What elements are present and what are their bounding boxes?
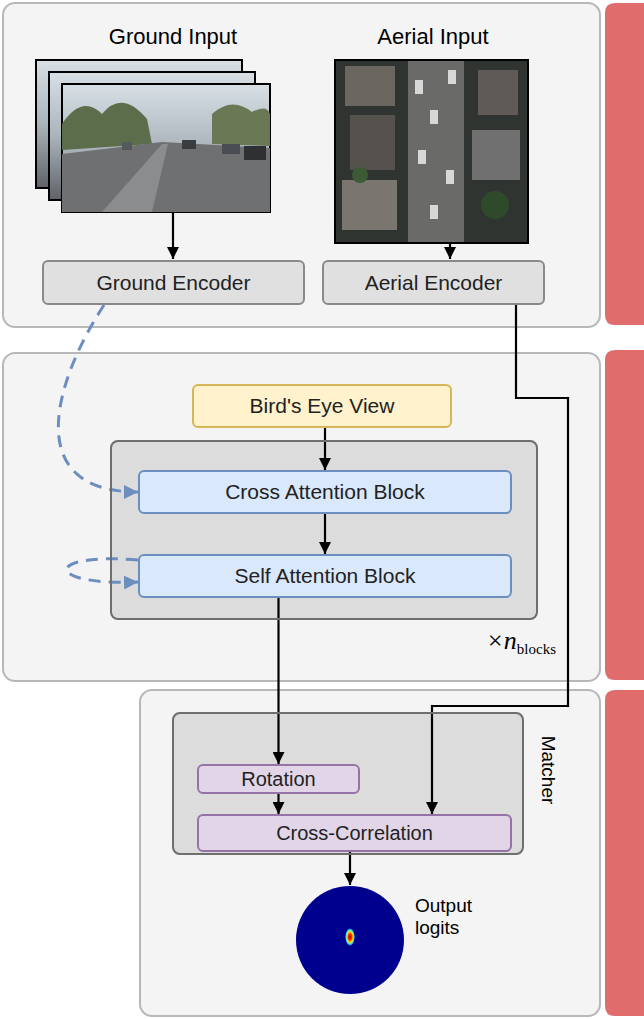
box-label: Self Attention Block [235, 564, 416, 588]
logit-map [295, 885, 405, 995]
input-heading: Ground Input [109, 24, 237, 50]
side-bars [605, 3, 644, 1016]
aerial-image [342, 180, 397, 230]
logit-map [296, 886, 404, 994]
ground-images [222, 144, 240, 154]
block-group: ×nblocksCross Attention BlockSelf Attent… [110, 440, 538, 620]
aerial-image [345, 66, 395, 106]
aerial-image [446, 170, 454, 184]
aerial-image [430, 205, 438, 219]
input-heading: Aerial Input [377, 24, 488, 50]
ground-images [62, 142, 270, 212]
repeat-label: ×nblocks [486, 626, 556, 658]
dashed-connector [58, 305, 138, 492]
aerial-image [408, 61, 464, 242]
connector-layer [110, 440, 538, 855]
panels [3, 3, 600, 327]
aerial-image [350, 115, 395, 170]
matcher-step: Cross-Correlation [197, 814, 512, 852]
connector [349, 852, 351, 885]
panels [3, 3, 600, 1016]
aerial-image [335, 60, 528, 243]
aerial-image [352, 167, 368, 183]
bev-box: Bird's Eye View [192, 384, 452, 428]
aerial-image [335, 60, 528, 243]
ground-images [62, 84, 270, 212]
connector-layer [58, 305, 568, 885]
box-label: Ground Encoder [96, 271, 250, 295]
input-arrows [172, 213, 174, 259]
ground-images [62, 84, 270, 212]
group-heading: Matcher [537, 736, 559, 805]
aerial-image [472, 130, 520, 180]
output-circle: Output logits [295, 885, 405, 995]
connector [277, 598, 279, 764]
ground-images [122, 142, 132, 150]
ground-images [182, 140, 196, 149]
aerial-image [418, 150, 426, 164]
ground-images [212, 104, 270, 146]
box-label: Bird's Eye View [250, 394, 395, 418]
ground-images [244, 146, 266, 160]
panels [140, 690, 600, 1016]
matcher-step: Rotation [197, 764, 360, 794]
logit-map [345, 928, 355, 946]
input-arrows [449, 244, 451, 259]
encoder-box: Aerial Encoder [322, 260, 545, 305]
ground-images [36, 60, 270, 212]
connector [324, 514, 326, 554]
aerial-image [430, 110, 438, 124]
output-label: Output logits [415, 895, 472, 939]
aerial-image [481, 191, 509, 219]
aerial-image [448, 70, 456, 84]
side-bars [605, 3, 644, 325]
ground-images [62, 103, 152, 150]
side-bars [605, 350, 644, 680]
aerial-image [415, 80, 423, 94]
ground-images [102, 144, 168, 212]
connector [277, 794, 279, 814]
aerial-image [478, 70, 518, 115]
box-label: Cross Attention Block [225, 480, 425, 504]
repeat-count: ×n [486, 626, 517, 655]
group-fill [172, 712, 524, 855]
box-label: Rotation [241, 768, 316, 791]
panels [3, 353, 600, 681]
box-label: Aerial Encoder [365, 271, 503, 295]
attention-box: Self Attention Block [138, 554, 512, 598]
side-bars [605, 690, 644, 1016]
repeat-subscript: blocks [517, 641, 556, 657]
connector [324, 428, 326, 470]
aerial-image [415, 70, 456, 219]
input-arrows [173, 213, 450, 259]
attention-box: Cross Attention Block [138, 470, 512, 514]
dashed-connector [67, 559, 138, 583]
encoder-box: Ground Encoder [42, 260, 305, 305]
box-label: Cross-Correlation [276, 822, 433, 845]
matcher-group: MatcherRotationCross-Correlation [172, 712, 524, 855]
